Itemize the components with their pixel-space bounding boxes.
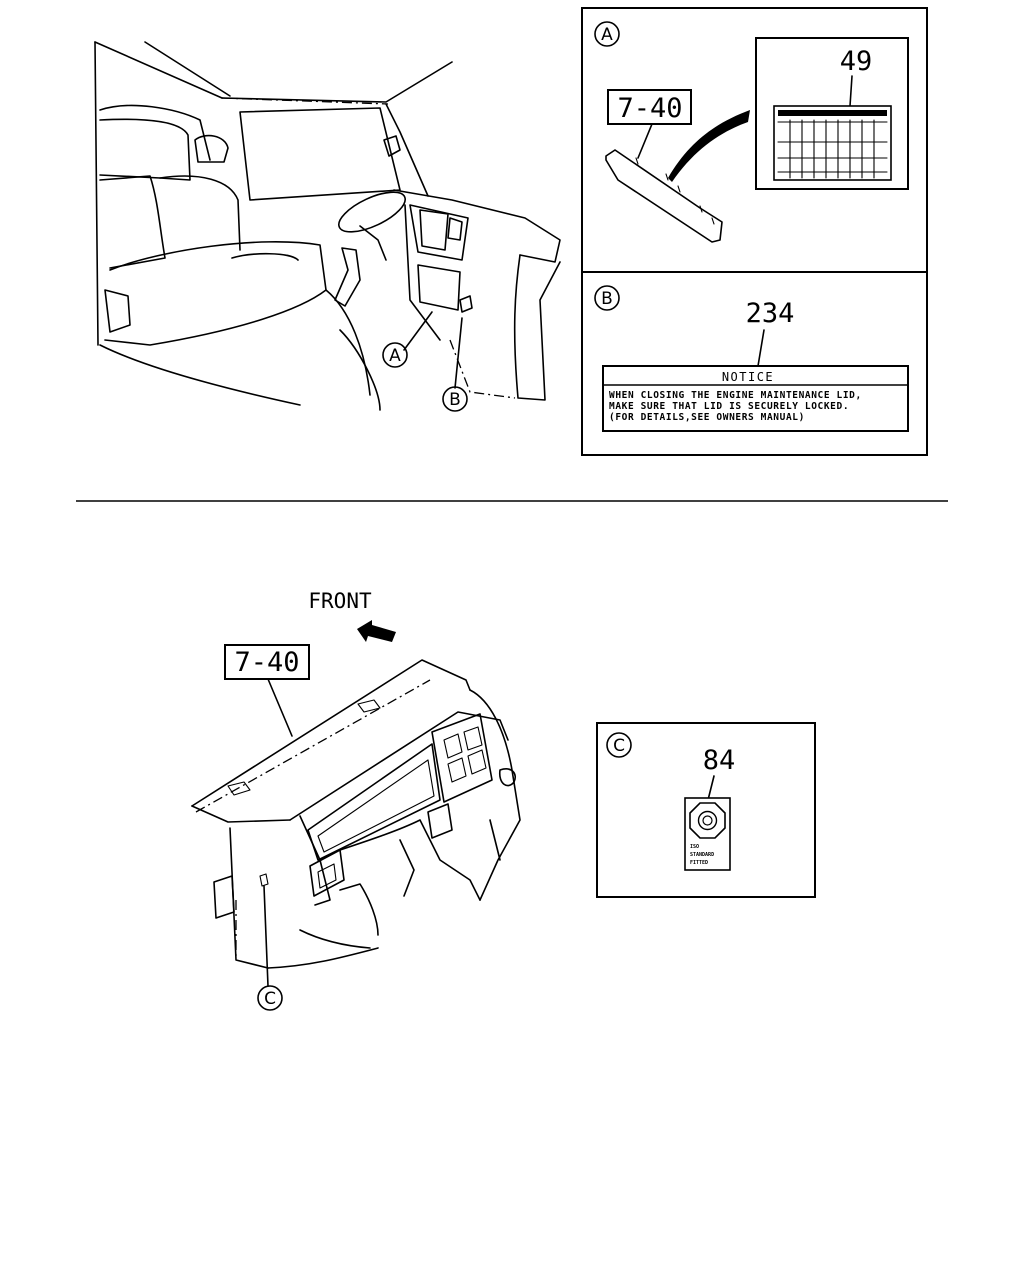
label-84-text-1: ISO bbox=[690, 844, 699, 850]
callout-a-main-letter: A bbox=[389, 346, 401, 366]
lower-ref-box bbox=[224, 644, 310, 680]
panel-a-letter: A bbox=[601, 25, 613, 45]
cab-interior-drawing bbox=[94, 41, 561, 411]
panel-c-letter: C bbox=[613, 736, 625, 756]
lower-ref-callout: 7-40 bbox=[224, 644, 310, 737]
detail-panel-b: B 234 NOTICE WHEN CLOSING THE ENGINE MAI… bbox=[594, 285, 909, 432]
panel-b-letter: B bbox=[601, 289, 613, 309]
label-84-text-3: FITTED bbox=[690, 860, 708, 866]
panel-b-part-number: 234 bbox=[746, 298, 795, 329]
front-arrow-icon bbox=[357, 620, 396, 642]
notice-title: NOTICE bbox=[722, 370, 774, 384]
callout-b-main-letter: B bbox=[449, 390, 461, 410]
front-indicator: FRONT bbox=[308, 589, 396, 642]
notice-label bbox=[602, 365, 909, 432]
panel-a-part-number: 49 bbox=[840, 46, 873, 77]
panel-a-ref: 7-40 bbox=[617, 93, 682, 124]
instrument-panel-drawing bbox=[191, 659, 521, 969]
panel-c-part-number: 84 bbox=[703, 745, 736, 776]
callout-c-main: C bbox=[257, 885, 283, 1011]
label-49-graphic bbox=[773, 105, 892, 181]
trim-panel bbox=[605, 149, 723, 243]
label-84-graphic: ISO STANDARD FITTED bbox=[684, 797, 731, 871]
lower-ref: 7-40 bbox=[234, 647, 299, 678]
panel-a-ref-box bbox=[607, 89, 692, 125]
detail-arrow bbox=[668, 110, 750, 182]
notice-line-2: MAKE SURE THAT LID IS SECURELY LOCKED. bbox=[609, 401, 849, 412]
detail-panel-a: A 7-40 49 bbox=[594, 21, 909, 243]
notice-line-3: (FOR DETAILS,SEE OWNERS MANUAL) bbox=[609, 412, 805, 423]
label-84-text-2: STANDARD bbox=[690, 852, 714, 858]
callout-b-main: B bbox=[442, 317, 468, 412]
callout-c-main-letter: C bbox=[264, 989, 276, 1009]
callout-a-main: A bbox=[382, 311, 433, 368]
front-label: FRONT bbox=[308, 589, 372, 613]
notice-line-1: WHEN CLOSING THE ENGINE MAINTENANCE LID, bbox=[609, 390, 862, 401]
detail-panel-c: C 84 ISO STANDARD FITTED bbox=[596, 722, 816, 898]
